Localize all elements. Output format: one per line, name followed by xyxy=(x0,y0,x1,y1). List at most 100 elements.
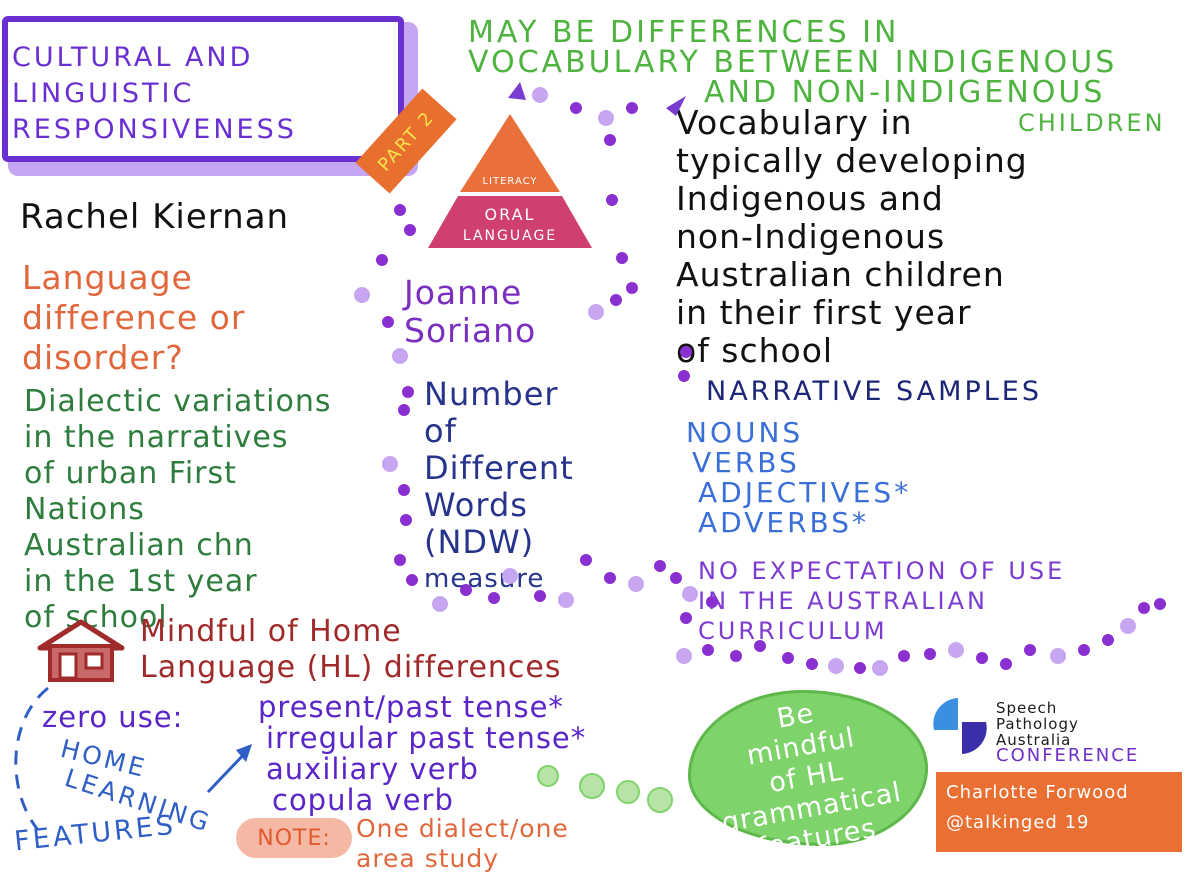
dot xyxy=(382,316,394,328)
dot xyxy=(1138,602,1150,614)
topic1-line-1: Language xyxy=(22,258,193,297)
dot xyxy=(588,304,604,320)
dot xyxy=(616,252,628,264)
zero-use-list: present/past tense* irregular past tense… xyxy=(258,692,586,816)
presenter-rachel: Rachel Kiernan xyxy=(20,197,290,237)
ndw-line-2: of xyxy=(424,412,457,450)
dot xyxy=(976,652,988,664)
dialectic-line-3: of urban First xyxy=(24,456,237,491)
pyramid-top-label: LITERACY xyxy=(482,176,537,187)
dot xyxy=(948,642,964,658)
dot xyxy=(682,586,698,602)
dot xyxy=(532,87,548,103)
dialectic-line-1: Dialectic variations xyxy=(24,384,332,419)
note-badge: NOTE: xyxy=(236,818,352,858)
dot xyxy=(398,404,410,416)
talk2-line-3: Indigenous and xyxy=(676,179,944,218)
home-language-note: Mindful of Home Language (HL) difference… xyxy=(140,614,562,686)
dot xyxy=(702,644,714,656)
talk2-line-1: Vocabulary in xyxy=(676,103,913,142)
title-line-2: LINGUISTIC xyxy=(12,78,195,109)
dot xyxy=(706,596,718,608)
ndw-line-1: Number xyxy=(424,375,559,413)
dot xyxy=(676,648,692,664)
narrative-item-nouns: NOUNS xyxy=(686,416,804,449)
dot xyxy=(394,204,406,216)
title-box: CULTURAL AND LINGUISTIC RESPONSIVENESS xyxy=(2,16,404,162)
green-heading-line-1: MAY BE DIFFERENCES IN xyxy=(468,15,900,50)
dot xyxy=(606,194,618,206)
dot xyxy=(626,102,638,114)
dot xyxy=(1024,644,1036,656)
author-box: Charlotte Forwood @talkinged 19 xyxy=(936,772,1182,852)
literacy-pyramid: LITERACY ORAL LANGUAGE xyxy=(428,114,592,248)
dot xyxy=(604,572,616,584)
arrow-right-icon xyxy=(666,96,686,116)
narrative-heading: NARRATIVE SAMPLES xyxy=(706,376,1042,407)
dot xyxy=(680,612,692,624)
title-line-3: RESPONSIVENESS xyxy=(12,114,297,145)
dot xyxy=(460,584,472,596)
dot xyxy=(782,652,794,664)
cloud-trail xyxy=(537,765,673,813)
home-language-line-1: Mindful of Home xyxy=(140,614,402,649)
talk2-line-4: non-Indigenous xyxy=(676,217,946,256)
dot xyxy=(376,254,388,266)
no-expectation-line-1: NO EXPECTATION OF USE xyxy=(698,557,1066,585)
dot xyxy=(678,370,690,382)
dot xyxy=(1078,644,1090,656)
narrative-item-adverbs: ADVERBS* xyxy=(698,506,870,539)
presenter-joanne: Joanne Soriano xyxy=(404,274,536,350)
ndw-line-3: Different xyxy=(424,449,574,487)
talk2-line-2: typically developing xyxy=(676,141,1028,180)
green-heading-line-4: CHILDREN xyxy=(1018,109,1166,137)
dot xyxy=(432,596,448,612)
dot xyxy=(570,102,582,114)
dot xyxy=(488,592,500,604)
dot xyxy=(806,658,818,670)
dot xyxy=(898,650,910,662)
dot xyxy=(404,224,416,236)
dot xyxy=(1154,598,1166,610)
no-expectation-line-3: CURRICULUM xyxy=(698,617,888,645)
dot xyxy=(828,658,844,674)
topic1-line-3: disorder? xyxy=(22,338,184,377)
house-icon xyxy=(37,619,125,682)
pyramid-bottom-line-1: ORAL xyxy=(485,205,536,224)
dot xyxy=(354,287,370,303)
dot xyxy=(604,134,616,146)
dot xyxy=(854,662,866,674)
narrative-item-adjectives: ADJECTIVES* xyxy=(698,476,912,509)
dot xyxy=(534,590,546,602)
note-text: One dialect/one area study xyxy=(356,814,569,874)
zero-use-item-3: auxiliary verb xyxy=(266,752,479,786)
green-heading-line-2: VOCABULARY BETWEEN INDIGENOUS xyxy=(468,45,1118,80)
dot xyxy=(558,592,574,608)
zero-use-item-1: present/past tense* xyxy=(258,690,564,724)
topic-language-difference: Language difference or disorder? xyxy=(22,258,245,378)
green-heading-line-3: AND NON-INDIGENOUS xyxy=(704,75,1106,110)
dot xyxy=(502,568,518,584)
no-expectation-line-2: IN THE AUSTRALIAN xyxy=(698,587,988,615)
note-line-1: One dialect/one xyxy=(356,814,569,843)
presenter2-line-1: Joanne xyxy=(404,273,523,312)
dialectic-variations: Dialectic variations in the narratives o… xyxy=(24,384,374,636)
dot xyxy=(730,650,742,662)
spa-logo-icon xyxy=(933,698,987,754)
spa-text: Speech Pathology Australia CONFERENCE xyxy=(996,700,1186,765)
author-name: Charlotte Forwood xyxy=(946,782,1129,803)
dot xyxy=(754,640,766,652)
zero-use-label: zero use: xyxy=(42,700,184,734)
dot xyxy=(598,110,614,126)
spa-line-2: Pathology xyxy=(996,715,1079,733)
talk2-line-6: in their first year xyxy=(676,293,972,332)
pyramid-bottom-line-2: LANGUAGE xyxy=(463,228,557,244)
dialectic-line-5: Australian chn xyxy=(24,528,254,563)
green-heading: MAY BE DIFFERENCES IN VOCABULARY BETWEEN… xyxy=(468,18,1166,138)
dot xyxy=(626,282,638,294)
ndw-measure: Number of Different Words (NDW) measure xyxy=(424,376,574,598)
dot xyxy=(398,484,410,496)
narrative-list: NOUNS VERBS ADJECTIVES* ADVERBS* xyxy=(686,418,911,538)
ndw-line-5: (NDW) xyxy=(424,523,535,561)
presenter2-line-2: Soriano xyxy=(404,311,537,350)
